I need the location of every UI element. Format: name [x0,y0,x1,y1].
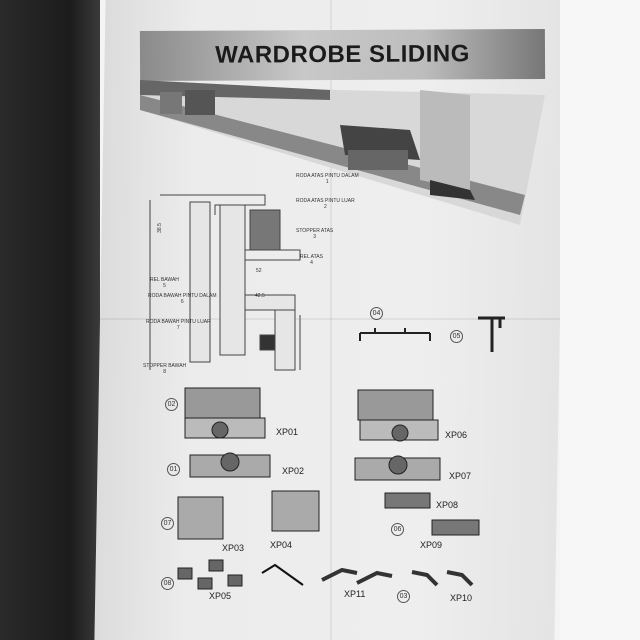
group-number: 05 [450,330,463,343]
dimension-52: 52 [256,268,262,274]
rail-profile-04 [359,328,431,341]
rail-illustration [140,80,545,225]
dimension-38-5: 38.5 [156,223,163,233]
part-code-xp05: XP05 [209,591,232,601]
group-number: 03 [397,590,410,603]
rail-profile-05 [478,316,505,352]
hardware-parts [177,387,480,590]
dimension-42-5: 42.5 [255,293,265,299]
part-code-xp02: XP02 [282,466,305,476]
part-code-xp10: XP10 [450,593,473,603]
part-code-xp03: XP03 [222,543,245,553]
paper-fold [100,318,560,320]
group-number: 07 [161,517,174,530]
part-code-xp07: XP07 [449,471,472,481]
paper-fold-vertical [330,0,332,640]
part-code-xp01: XP01 [276,427,299,437]
part-code-xp09: XP09 [420,540,443,550]
cross-section-diagram [149,194,301,371]
group-number: 02 [165,398,178,411]
part-code-xp06: XP06 [445,430,468,440]
dark-background [0,0,100,640]
part-code-xp04: XP04 [270,540,293,550]
part-code-xp08: XP08 [436,500,459,510]
group-number: 01 [167,463,180,476]
table-surface [560,0,640,640]
group-number: 06 [391,523,404,536]
group-number: 04 [370,307,383,320]
part-code-xp11: XP11 [344,589,366,599]
group-number: 08 [161,577,174,590]
